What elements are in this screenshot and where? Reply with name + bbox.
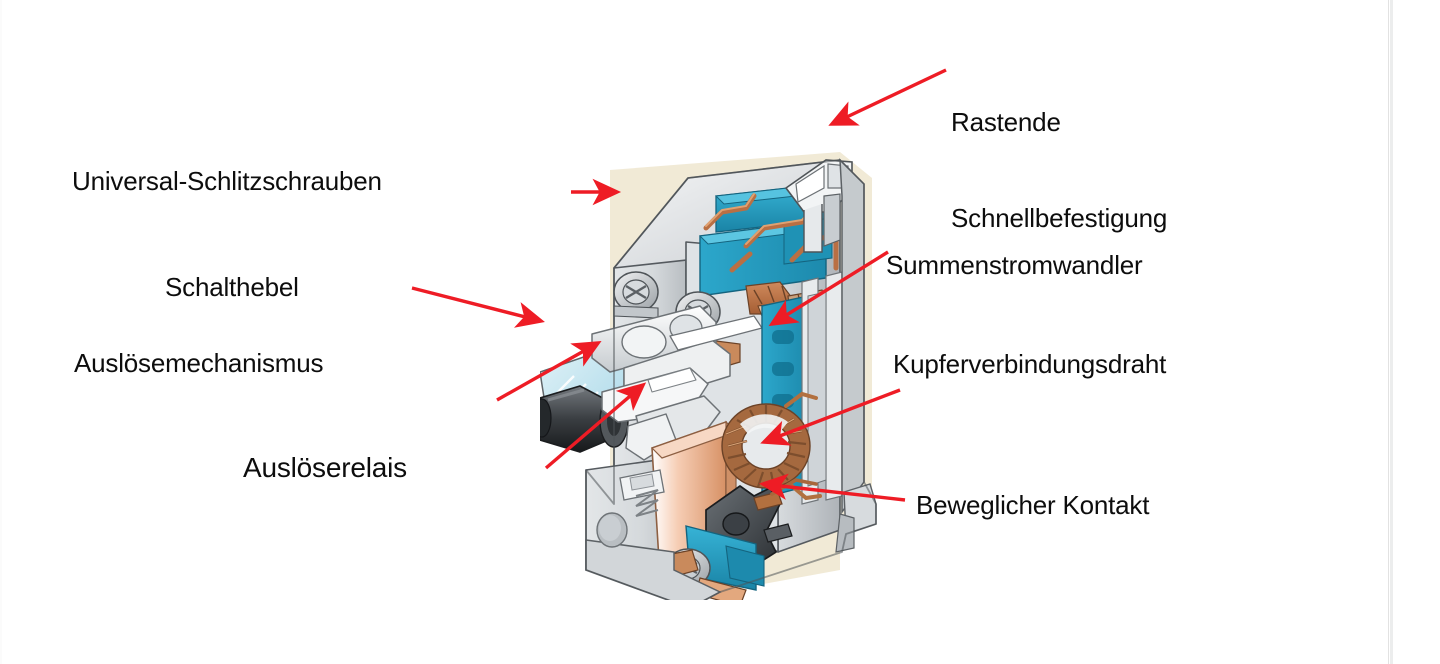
label-rastende-schnellbefestigung: Rastende Schnellbefestigung	[951, 44, 1167, 298]
return-spring	[635, 489, 659, 517]
label-summenstromwandler: Summenstromwandler	[886, 250, 1143, 280]
label-beweglicher-kontakt: Beweglicher Kontakt	[916, 490, 1150, 520]
arrow-ausloeserelais	[544, 382, 647, 470]
page-left-edge	[0, 0, 2, 664]
label-line: Rastende	[951, 107, 1061, 138]
page-right-gutter	[1390, 0, 1393, 664]
label-universal-schlitzschrauben: Universal-Schlitzschrauben	[72, 166, 382, 196]
arrow-summenstromwandler	[768, 250, 889, 327]
housing-outline	[585, 159, 877, 600]
rcd-cutaway-illustration	[540, 100, 900, 600]
label-kupferverbindungsdraht: Kupferverbindungsdraht	[893, 349, 1167, 379]
label-schalthebel: Schalthebel	[165, 272, 299, 302]
arrow-ausloesemechanismus	[496, 340, 602, 402]
snap-fastener-clip	[784, 159, 853, 253]
arrow-beweglicher-kontakt	[758, 473, 906, 502]
label-ausloeserelais: Auslöserelais	[243, 452, 407, 483]
arrow-kupferverbindungsdraht	[760, 388, 901, 446]
arrow-rastende-schnellbefestigung	[828, 68, 947, 126]
bottom-terminal	[585, 469, 765, 600]
moving-contact	[705, 478, 818, 571]
page-right-edge-line	[1388, 0, 1389, 664]
arrow-schalthebel	[411, 286, 545, 328]
label-line: Schnellbefestigung	[951, 202, 1168, 233]
label-ausloesemechanismus: Auslösemechanismus	[74, 348, 324, 378]
